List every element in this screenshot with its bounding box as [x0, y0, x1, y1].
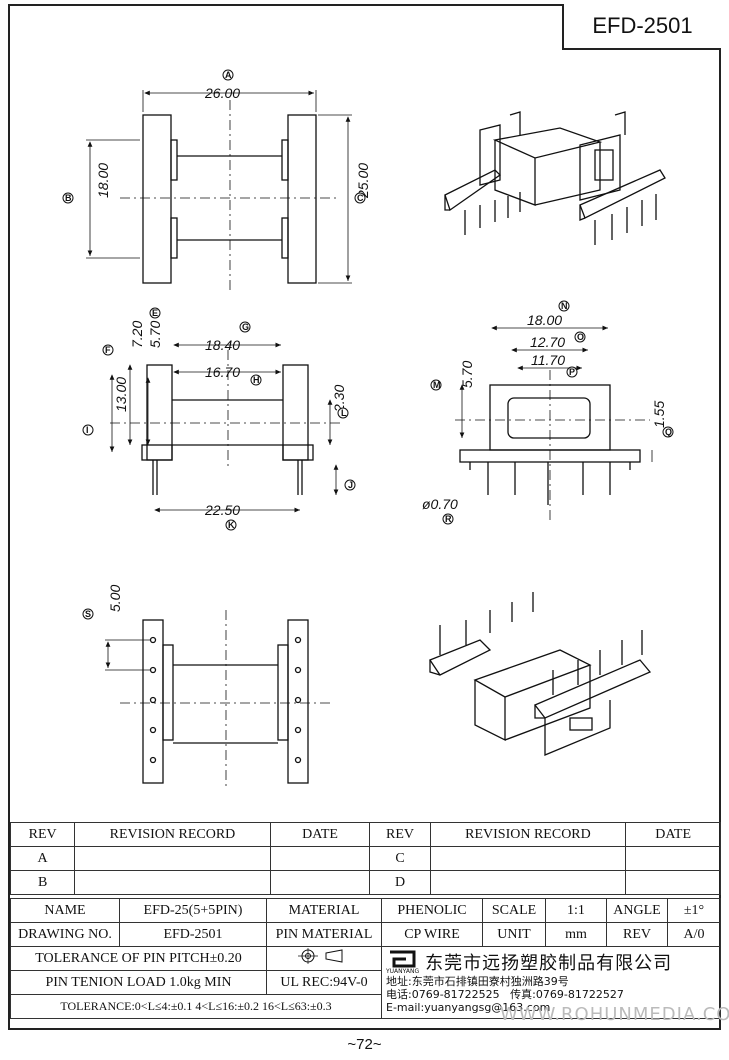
dim-g-text: 18.40 — [205, 337, 240, 353]
isometric-view-top — [444, 111, 666, 245]
svg-text:Q: Q — [665, 427, 672, 437]
name-label: NAME — [10, 898, 120, 923]
material-value: PHENOLIC — [381, 898, 483, 923]
pin-tension-load: PIN TENION LOAD 1.0kg MIN — [10, 970, 267, 995]
svg-text:P: P — [569, 367, 575, 377]
unit-value: mm — [545, 922, 607, 947]
svg-text:S: S — [85, 609, 91, 619]
company-email: E-mail:yuanyangsg@163.com — [386, 1001, 551, 1014]
company-fax: 传真:0769-81722527 — [510, 988, 624, 1001]
dim-q-text: 1.55 — [651, 401, 667, 428]
svg-text:O: O — [577, 332, 584, 342]
rev-row-c: C — [369, 846, 431, 871]
unit-label: UNIT — [482, 922, 546, 947]
dim-l-text: 2.30 — [331, 385, 347, 413]
name-value: EFD-25(5+5PIN) — [119, 898, 267, 923]
svg-text:E: E — [152, 308, 158, 318]
scale-label: SCALE — [482, 898, 546, 923]
pin-material-value: CP WIRE — [381, 922, 483, 947]
svg-text:R: R — [445, 514, 452, 524]
svg-text:N: N — [561, 301, 568, 311]
pin-material-label: PIN MATERIAL — [266, 922, 382, 947]
dim-a-text: 26.00 — [204, 85, 240, 101]
svg-text:M: M — [433, 380, 441, 390]
company-logo: YUANYANG — [386, 950, 419, 975]
revision-record-header-left: REVISION RECORD — [74, 822, 271, 847]
part-number-title: EFD-2501 — [562, 4, 721, 50]
technical-drawing: 26.00 18.00 25.00 18.40 16.70 7.20 5.70 … — [62, 69, 674, 790]
rev-label: REV — [606, 922, 668, 947]
dimension-texts: 26.00 18.00 25.00 18.40 16.70 7.20 5.70 … — [95, 85, 667, 612]
svg-text:C: C — [357, 193, 364, 203]
svg-text:K: K — [228, 520, 235, 530]
rev-value: A/0 — [667, 922, 721, 947]
bottom-view — [105, 610, 330, 790]
drawing-no-value: EFD-2501 — [119, 922, 267, 947]
info-table: NAME EFD-25(5+5PIN) MATERIAL PHENOLIC SC… — [10, 898, 721, 1019]
rev-row-a: A — [9, 846, 76, 871]
rev-header-left: REV — [9, 822, 76, 847]
tolerance-pin-pitch: TOLERANCE OF PIN PITCH±0.20 — [10, 946, 267, 971]
svg-text:L: L — [341, 408, 347, 418]
angle-label: ANGLE — [606, 898, 668, 923]
dim-o-text: 12.70 — [530, 334, 565, 350]
material-label: MATERIAL — [266, 898, 382, 923]
company-address: 地址:东莞市石排镇田寮村独洲路39号 — [386, 975, 569, 988]
ul-rec: UL REC:94V-0 — [266, 970, 382, 995]
dim-m-text: 5.70 — [459, 361, 475, 388]
svg-text:H: H — [253, 375, 260, 385]
company-logo-icon — [389, 950, 416, 967]
rev-row-b: B — [9, 870, 76, 895]
dim-k-text: 22.50 — [204, 502, 240, 518]
dim-i-text: 13.00 — [113, 377, 129, 412]
svg-text:G: G — [242, 322, 249, 332]
dim-c-text: 25.00 — [355, 163, 371, 199]
dim-s-text: 5.00 — [107, 585, 123, 612]
company-phone: 电话:0769-81722525 — [386, 988, 500, 1001]
dim-p-text: 11.70 — [531, 352, 565, 368]
svg-text:F: F — [105, 345, 111, 355]
angle-value: ±1° — [667, 898, 721, 923]
scale-value: 1:1 — [545, 898, 607, 923]
top-view — [86, 90, 352, 290]
isometric-view-bottom — [429, 592, 652, 756]
revision-record-header-right: REVISION RECORD — [429, 822, 627, 847]
tolerance-ranges: TOLERANCE:0<L≤4:±0.1 4<L≤16:±0.2 16<L≤63… — [10, 994, 382, 1019]
circled-label-letters: A B C G H F E I L J K N O P M Q R S — [65, 70, 672, 619]
svg-text:A: A — [225, 70, 232, 80]
front-view — [109, 342, 340, 513]
dim-b-text: 18.00 — [95, 163, 111, 198]
side-view — [455, 325, 653, 520]
company-name: 东莞市远扬塑胶制品有限公司 — [425, 953, 673, 974]
company-block: YUANYANG 东莞市远扬塑胶制品有限公司 地址:东莞市石排镇田寮村独洲路39… — [381, 946, 721, 1019]
rev-row-d: D — [369, 870, 431, 895]
revision-table: REV REVISION RECORD DATE REV REVISION RE… — [9, 822, 721, 895]
projection-symbol-icon — [298, 948, 343, 964]
svg-text:B: B — [65, 193, 72, 203]
dim-e-text: 5.70 — [147, 321, 163, 348]
date-header-left: DATE — [269, 822, 371, 847]
date-header-right: DATE — [625, 822, 721, 847]
dim-h-text: 16.70 — [205, 364, 240, 380]
watermark-text: WWW.ROHUNMEDIA.COM — [500, 1004, 729, 1025]
dim-r-text: ø0.70 — [422, 496, 458, 512]
svg-text:J: J — [348, 480, 353, 490]
dim-f-text: 7.20 — [129, 321, 145, 348]
drawing-sheet-border — [8, 4, 721, 1030]
rev-header-right: REV — [369, 822, 431, 847]
projection-symbol — [266, 946, 382, 971]
dim-n-text: 18.00 — [527, 312, 562, 328]
drawing-no-label: DRAWING NO. — [10, 922, 120, 947]
svg-text:I: I — [86, 425, 89, 435]
page-number: ~72~ — [347, 1036, 382, 1053]
circled-labels — [62, 69, 674, 620]
